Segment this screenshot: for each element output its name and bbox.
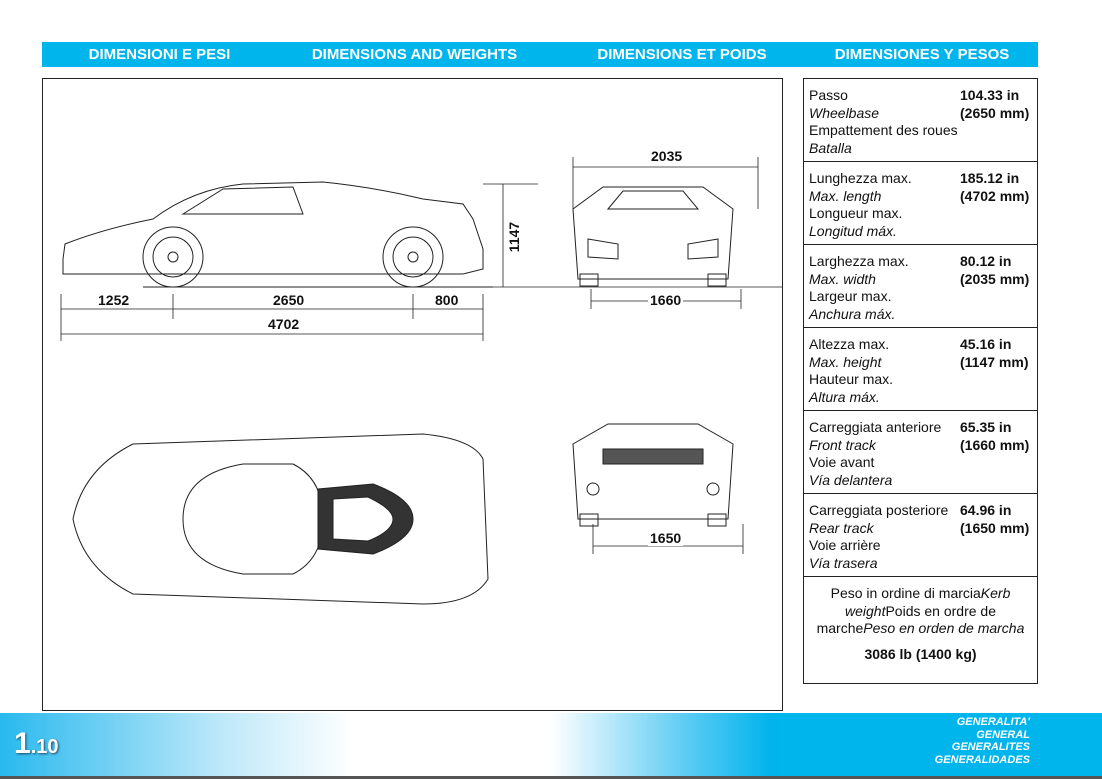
value: 80.12 in(2035 mm)	[960, 253, 1030, 287]
header-title-es: DIMENSIONES Y PESOS	[834, 46, 1010, 63]
label-es: Vía trasera	[809, 554, 878, 571]
label-it: Altezza max.	[809, 336, 890, 352]
label-it: Carreggiata posteriore	[809, 502, 949, 518]
section-header-bar: DIMENSIONI E PESI DIMENSIONS AND WEIGHTS…	[42, 42, 1038, 67]
dim-wheelbase: 2650	[271, 292, 307, 308]
label-en: Wheelbase	[809, 104, 880, 121]
label-es: Longitud máx.	[809, 222, 897, 239]
rear-view-car	[572, 423, 734, 527]
dim-length: 4702	[266, 316, 302, 332]
label-fr: Voie avant	[809, 454, 875, 470]
dim-overall-width: 2035	[649, 148, 685, 164]
side-view-car	[62, 181, 493, 288]
kerb-weight-cell: Peso in ordine di marciaKerb weightPoids…	[804, 577, 1037, 663]
dimension-drawing: 2035 1147 1252 2650 800 4702 1660 1650	[42, 78, 783, 711]
label-es: Altura máx.	[809, 388, 880, 405]
header-title-fr: DIMENSIONS ET POIDS	[597, 46, 767, 63]
label-es: Batalla	[809, 139, 852, 156]
label-fr: Voie arrière	[809, 537, 881, 553]
dim-rear-overhang: 800	[433, 292, 461, 308]
value: 185.12 in(4702 mm)	[960, 170, 1030, 204]
label-fr: Longueur max.	[809, 205, 903, 221]
value: 104.33 in(2650 mm)	[960, 87, 1030, 121]
label-es: Peso en orden de marcha	[863, 620, 1025, 636]
label-fr: Hauteur max.	[809, 371, 894, 387]
label-fr: Empattement des roues	[809, 122, 958, 138]
label-it: Larghezza max.	[809, 253, 909, 269]
label-en: Front track	[809, 436, 876, 453]
kerb-weight-value: 3086 lb (1400 kg)	[864, 645, 977, 662]
value: 64.96 in(1650 mm)	[960, 502, 1030, 536]
top-view-car	[72, 433, 489, 605]
page-number: 1.10	[14, 727, 59, 760]
label-es: Anchura máx.	[809, 305, 896, 322]
label-it: Passo	[809, 87, 848, 103]
label-en: Max. length	[809, 187, 882, 204]
label-en: Rear track	[809, 519, 874, 536]
front-view-car	[572, 186, 734, 287]
label-en: Kerb weight	[845, 585, 1011, 619]
value: 45.16 in(1147 mm)	[960, 336, 1029, 370]
dimension-lines	[60, 157, 783, 554]
label-fr: Poids en ordre de marche	[816, 602, 996, 637]
dim-front-track: 1660	[648, 292, 684, 308]
dim-rear-track: 1650	[648, 530, 684, 546]
value: 65.35 in(1660 mm)	[960, 419, 1030, 453]
header-title-en: DIMENSIONS AND WEIGHTS	[311, 46, 518, 63]
label-en: Max. height	[809, 353, 882, 370]
dim-height: 1147	[506, 219, 523, 255]
header-title-it: DIMENSIONI E PESI	[88, 46, 231, 63]
label-it: Lunghezza max.	[809, 170, 912, 186]
label-es: Vía delantera	[809, 471, 893, 488]
label-en: Max. width	[809, 270, 876, 287]
dim-front-overhang: 1252	[96, 292, 132, 308]
label-fr: Largeur max.	[809, 288, 892, 304]
label-it: Carreggiata anteriore	[809, 419, 942, 435]
label-it: Peso in ordine di marcia	[830, 585, 981, 601]
